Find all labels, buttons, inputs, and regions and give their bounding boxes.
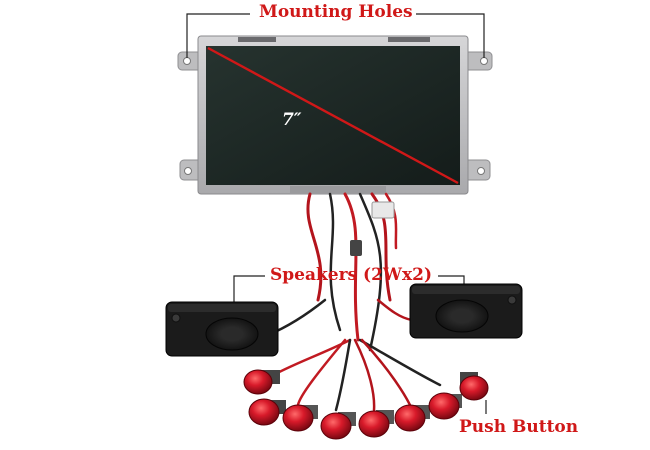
push-button-6: [394, 404, 430, 432]
push-button-2: [248, 398, 286, 426]
diagonal-size-line: [207, 46, 459, 185]
push-button-label: Push Button: [459, 417, 579, 437]
push-button-5: [358, 410, 394, 438]
push-button-3: [282, 404, 318, 432]
right-speaker: [409, 283, 523, 339]
left-speaker: [165, 301, 279, 357]
push-button-7: [428, 392, 462, 420]
wire-harness: [266, 192, 442, 412]
mounting-holes-bracket: [186, 13, 485, 58]
mounting-holes-label: Mounting Holes: [259, 2, 413, 22]
push-button-8: [459, 372, 489, 401]
speakers-label: Speakers (2Wx2): [270, 265, 433, 285]
screen-size-label: 7″: [282, 110, 302, 130]
lcd-display: [197, 35, 469, 195]
push-button-1: [243, 369, 280, 395]
push-button-4: [320, 412, 356, 440]
push-buttons: [243, 369, 489, 440]
